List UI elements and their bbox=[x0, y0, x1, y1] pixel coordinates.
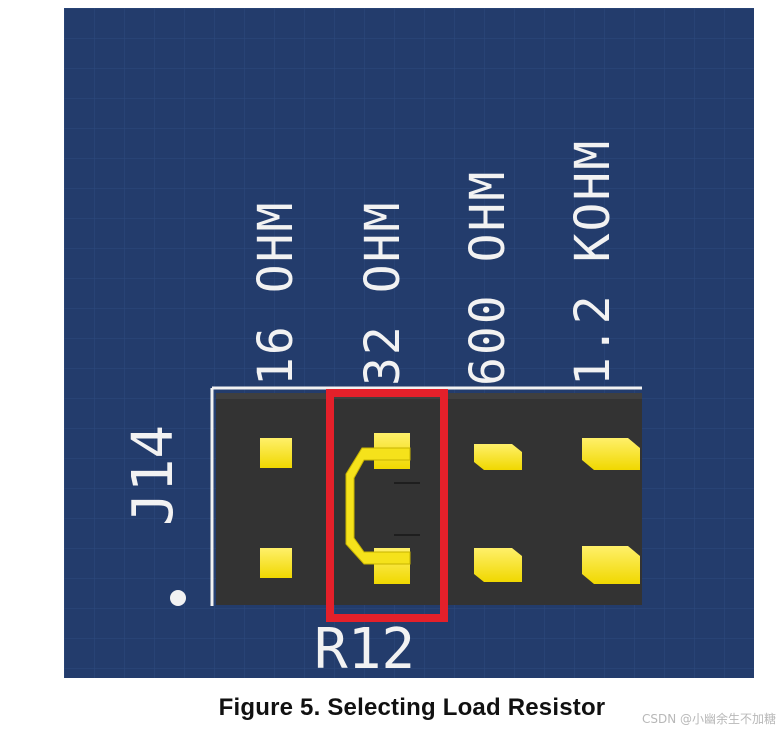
pin-pair-32-ohm bbox=[345, 433, 420, 584]
pin1-marker-dot bbox=[170, 590, 186, 606]
pin bbox=[474, 444, 522, 470]
watermark: CSDN @小幽余生不加糖 bbox=[641, 712, 776, 726]
pin-pair-1-2-kohm bbox=[582, 438, 640, 584]
option-label-32-ohm: 32 OHM bbox=[355, 201, 411, 386]
pin bbox=[582, 438, 640, 470]
selection-highlight-box bbox=[326, 389, 448, 622]
option-label-16-ohm: 16 OHM bbox=[248, 201, 304, 386]
option-label-600-ohm: 600 OHM bbox=[460, 170, 516, 386]
option-label-1-2-kohm: 1.2 KOHM bbox=[565, 139, 621, 386]
pin-pair-16-ohm bbox=[260, 438, 292, 578]
connector-label-j14: J14 bbox=[121, 425, 186, 526]
figure-caption: Figure 5. Selecting Load Resistor bbox=[0, 694, 782, 722]
figure-caption-text: Figure 5. Selecting Load Resistor bbox=[218, 694, 606, 721]
pin bbox=[474, 548, 522, 582]
pin-pair-600-ohm bbox=[474, 444, 522, 582]
pcb-board: 16 OHM 32 OHM 600 OHM 1.2 KOHM J14 bbox=[64, 8, 754, 678]
pcb-illustration: 16 OHM 32 OHM 600 OHM 1.2 KOHM J14 bbox=[64, 8, 754, 678]
pin bbox=[582, 546, 640, 584]
pin bbox=[260, 548, 292, 578]
resistor-label-r12: R12 bbox=[314, 617, 415, 678]
pin bbox=[260, 438, 292, 468]
jumper-shunt bbox=[345, 447, 411, 565]
